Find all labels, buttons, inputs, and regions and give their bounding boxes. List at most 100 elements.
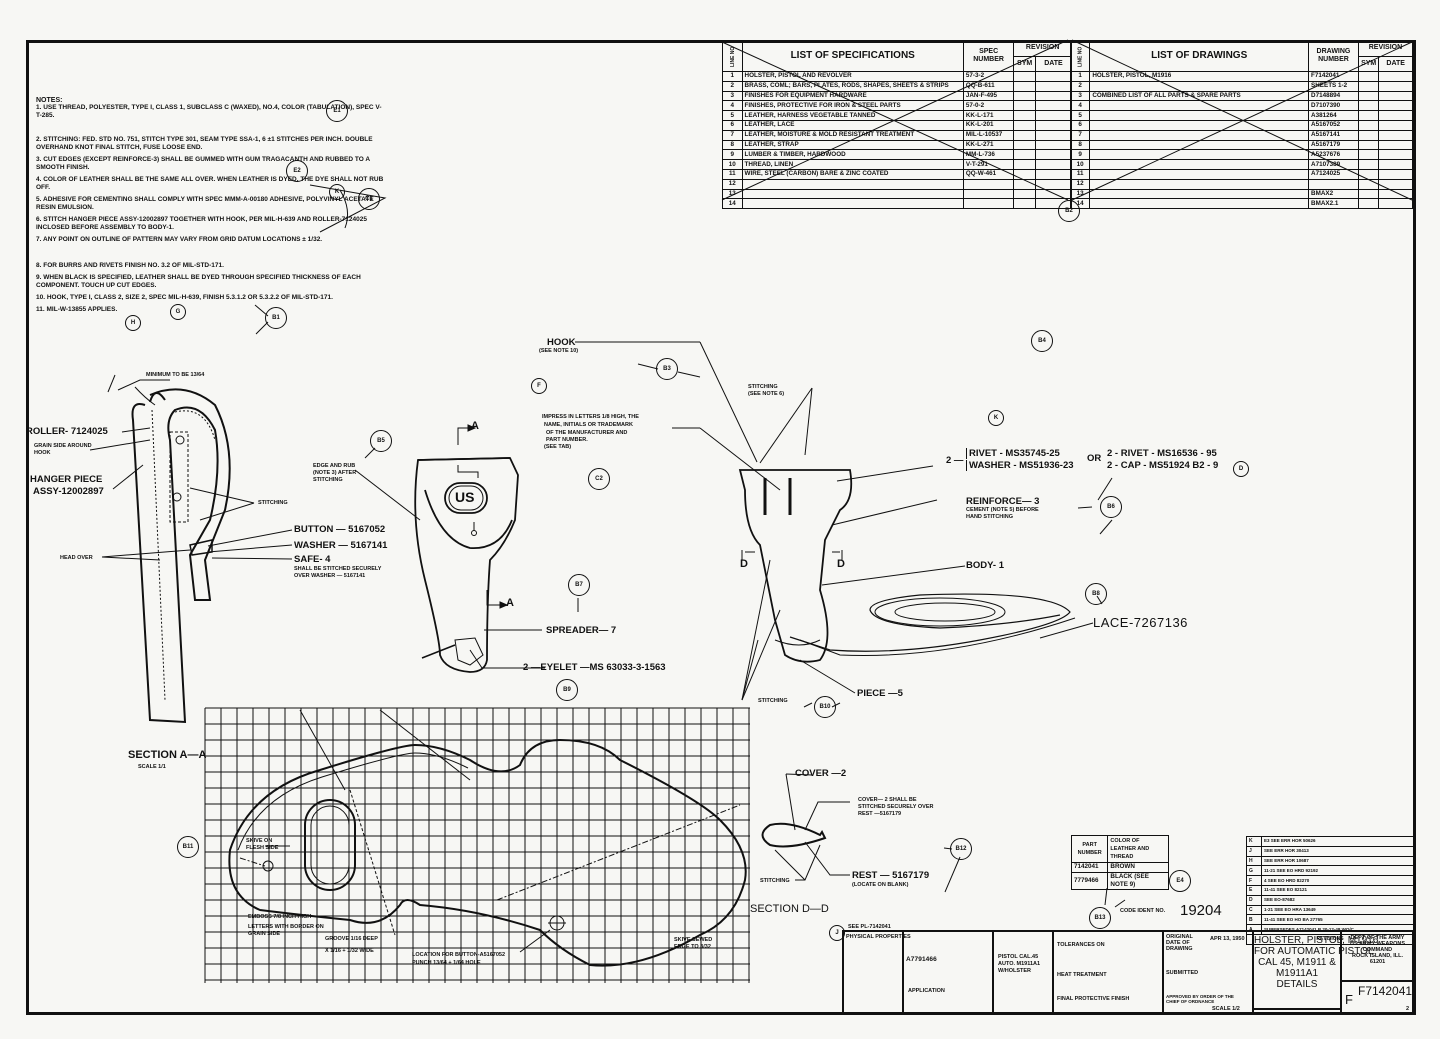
section-aa-scale: SCALE 1/1 <box>138 764 166 770</box>
note-item: 8. FOR BURRS AND RIVETS FINISH NO. 3.2 O… <box>36 262 386 270</box>
original-date-label: ORIGINAL DATE OF DRAWING <box>1166 934 1193 952</box>
drawing-title-line-5: DETAILS <box>1276 979 1318 990</box>
heat-treatment-label: HEAT TREATMENT <box>1057 972 1107 978</box>
revision-sym: D <box>1246 894 1262 906</box>
drawing-number: F7142041 <box>1358 984 1413 998</box>
impress-note-3: OF THE MANUFACTURER AND <box>546 430 628 436</box>
note-item: 3. CUT EDGES (EXCEPT REINFORCE-3) SHALL … <box>36 156 386 172</box>
agency-line-2: US ARMY WEAPONS <box>1349 941 1405 947</box>
edge-rub-2: (NOTE 3) AFTER <box>313 470 357 476</box>
zone-reference-bubble: K <box>988 410 1004 426</box>
rivet-label: RIVET - MS35745-25 <box>966 448 1060 459</box>
used-on-cell: PISTOL CAL.45 AUTO. M1911A1 W/HOLSTER <box>993 931 1053 1015</box>
stitching-see-note-2: (SEE NOTE 6) <box>748 391 785 397</box>
eyelet-label: 2 —EYELET —MS 63033-3-1563 <box>523 662 666 673</box>
note-text: STITCH HANGER PIECE ASSY-12002897 TOGETH… <box>36 216 367 231</box>
zone-reference-bubble: B5 <box>370 430 392 452</box>
groove-note-1: GROOVE 1/16 DEEP <box>325 936 378 942</box>
body-label: BODY- 1 <box>966 560 1005 571</box>
spec-title: LIST OF SPECIFICATIONS <box>741 40 964 72</box>
safe-note-1: SHALL BE STITCHED SECURELY <box>294 566 382 572</box>
note-text: ADHESIVE FOR CEMENTING SHALL COMPLY WITH… <box>36 196 374 211</box>
reinforce-label: REINFORCE— 3 <box>966 496 1040 507</box>
drawing-title-line-1: HOLSTER, PISTOL, M1916 <box>1254 935 1379 946</box>
code-ident-label: CODE IDENT NO. <box>1120 908 1166 914</box>
note-number: 8. <box>36 262 42 269</box>
size-letter: F <box>1345 992 1353 1007</box>
zone-reference-bubble: G <box>170 304 186 320</box>
spreader-label: SPREADER— 7 <box>546 625 617 636</box>
zone-reference-bubble: B13 <box>1089 907 1111 929</box>
holster-side-view <box>738 469 1076 663</box>
note-item: 11. MIL-W-13855 APPLIES. <box>36 306 386 314</box>
agency-cell: DEPT OF THE ARMY US ARMY WEAPONS COMMAND… <box>1341 931 1414 981</box>
head-over-label: HEAD OVER <box>60 555 93 561</box>
zone-reference-bubble: B6 <box>1100 496 1122 518</box>
revision-sym: B <box>1246 914 1262 926</box>
hanger-piece-assy-label: ASSY-12002897 <box>33 486 104 497</box>
cover-note-3: REST —5167179 <box>858 811 902 817</box>
physical-properties-label: PHYSICAL PROPERTIES <box>846 934 911 940</box>
original-date: APR 13, 1950 <box>1210 936 1245 942</box>
drawing-number-cell: F F7142041 2 <box>1341 981 1414 1015</box>
section-dd-profile <box>761 822 827 848</box>
zone-reference-bubble: E4 <box>1169 870 1191 892</box>
zone-reference-bubble: K <box>329 184 345 200</box>
piece-label: PIECE —5 <box>857 688 903 699</box>
drawing-title-line-4: M1911A1 <box>1275 968 1319 979</box>
code-ident-value: 19204 <box>1180 902 1222 919</box>
zone-reference-bubble: C2 <box>588 468 610 490</box>
pattern-grid <box>204 707 750 983</box>
approved-label: APPROVED BY ORDER OF THE CHIEF OF ORDNAN… <box>1166 994 1234 1004</box>
note-item: 1. USE THREAD, POLYESTER, TYPE I, CLASS … <box>36 104 386 120</box>
row-number: BMAX2.1 <box>1308 198 1359 210</box>
sheet-number: 2 <box>1405 1006 1409 1012</box>
note-number: 4. <box>36 176 42 183</box>
zone-reference-bubble: E1 <box>326 100 348 122</box>
button-part-label: BUTTON — 5167052 <box>294 524 386 535</box>
hook-label: HOOK <box>547 337 576 348</box>
zone-reference-bubble: B1 <box>265 307 287 329</box>
skive-flesh-2: FLESH SIDE <box>246 845 279 851</box>
note-text: FOR BURRS AND RIVETS FINISH NO. 3.2 OF M… <box>43 262 224 269</box>
row-name <box>1089 198 1310 210</box>
revision-sym: F <box>1246 875 1262 886</box>
table-row: 14 <box>722 198 1073 210</box>
impress-note-1: IMPRESS IN LETTERS 1/8 HIGH, THE <box>542 414 639 420</box>
agency-line-5: 61201 <box>1369 959 1386 965</box>
us-emblem: US <box>455 489 475 505</box>
tolerances-cell: TOLERANCES ON HEAT TREATMENT FINAL PROTE… <box>1053 931 1163 1015</box>
note-number: 11. <box>36 306 45 313</box>
skive-sewed-note-2: EDGE TO 3/32 <box>674 944 711 950</box>
color-table-part: 7779466 <box>1070 871 1109 890</box>
safe-note-2: OVER WASHER — 5167141 <box>294 573 366 579</box>
section-d-marker-right: D <box>837 558 845 570</box>
next-assy-cell: A7791466 APPLICATION <box>903 931 993 1015</box>
reinforce-note-1: CEMENT (NOTE 5) BEFORE <box>966 507 1039 513</box>
roller-label: ROLLER- 7124025 <box>26 426 108 437</box>
dates-cell: ORIGINAL DATE OF DRAWING APR 13, 1950 SU… <box>1163 931 1253 1015</box>
note-number: 1. <box>36 104 42 111</box>
revision-description: 11-21 SEE EO HRD 92192 <box>1261 865 1414 877</box>
note-number: 5. <box>36 196 42 203</box>
lace-label: LACE-7267136 <box>1093 615 1188 630</box>
cover-label: COVER —2 <box>795 768 847 779</box>
section-a-marker-bottom: A <box>506 597 514 609</box>
zone-reference-bubble: B12 <box>950 838 972 860</box>
revision-description: SEE EO-87682 <box>1261 894 1414 906</box>
impress-note-2: NAME, INITIALS OR TRADEMARK <box>544 422 633 428</box>
revision-sym: E <box>1246 884 1262 896</box>
note-item: 6. STITCH HANGER PIECE ASSY-12002897 TOG… <box>36 216 386 232</box>
pattern-outline <box>228 738 747 967</box>
emboss-note-3: GRAIN SIDE <box>248 931 281 937</box>
tolerances-label: TOLERANCES ON <box>1057 942 1105 948</box>
drawing-title-line-2: FOR AUTOMATIC PISTOL <box>1254 946 1374 957</box>
grain-side-label: GRAIN SIDE AROUND HOOK <box>34 443 92 456</box>
zone-reference-bubble: B10 <box>814 696 836 718</box>
